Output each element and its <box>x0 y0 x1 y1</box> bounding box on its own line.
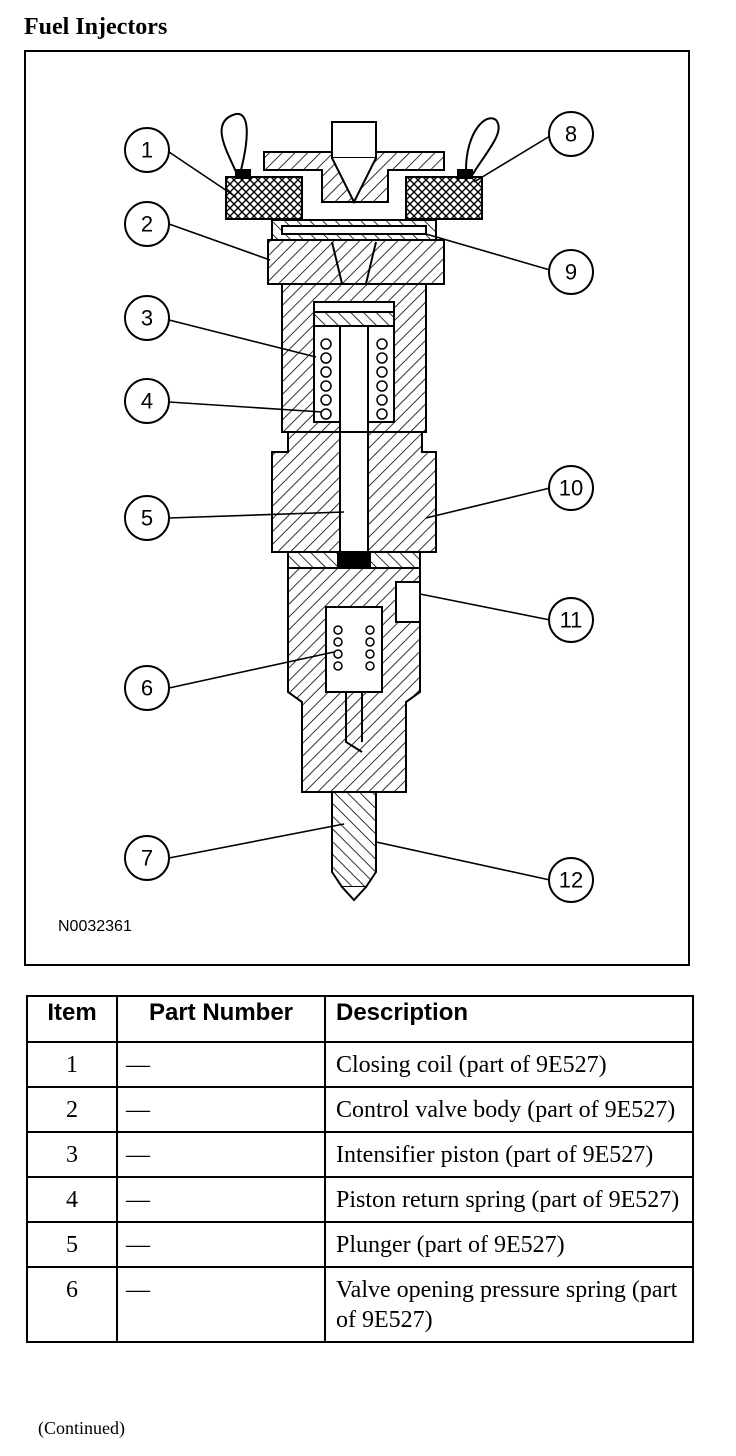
callout-4: 4 <box>124 378 170 424</box>
svg-text:12: 12 <box>559 868 583 893</box>
cell-part-number: — <box>116 1266 326 1343</box>
cell-item: 2 <box>26 1086 118 1133</box>
cell-item: 4 <box>26 1176 118 1223</box>
svg-text:2: 2 <box>141 212 153 237</box>
callout-1: 1 <box>124 127 170 173</box>
cell-item: 1 <box>26 1041 118 1088</box>
callout-10: 10 <box>548 465 594 511</box>
cell-part-number: — <box>116 1041 326 1088</box>
cell-description: Intensifier piston (part of 9E527) <box>324 1131 694 1178</box>
svg-text:7: 7 <box>141 846 153 871</box>
table-header-row: Item Part Number Description <box>26 995 694 1043</box>
cell-part-number: — <box>116 1221 326 1268</box>
header-part-number: Part Number <box>116 995 326 1043</box>
svg-text:9: 9 <box>565 260 577 285</box>
cell-description: Valve opening pressure spring (part of 9… <box>324 1266 694 1343</box>
table-row: 2 — Control valve body (part of 9E527) <box>26 1086 694 1133</box>
cell-item: 5 <box>26 1221 118 1268</box>
callout-5: 5 <box>124 495 170 541</box>
svg-text:4: 4 <box>141 389 153 414</box>
table-row: 4 — Piston return spring (part of 9E527) <box>26 1176 694 1223</box>
callout-3: 3 <box>124 295 170 341</box>
continued-note: (Continued) <box>38 1418 125 1438</box>
table-row: 5 — Plunger (part of 9E527) <box>26 1221 694 1268</box>
callout-8: 8 <box>548 111 594 157</box>
cell-item: 3 <box>26 1131 118 1178</box>
cell-part-number: — <box>116 1131 326 1178</box>
svg-text:3: 3 <box>141 306 153 331</box>
injector-diagram: 1 2 3 4 5 6 7 8 9 10 11 12 N0032361 <box>24 50 690 966</box>
header-item: Item <box>26 995 118 1043</box>
svg-text:6: 6 <box>141 676 153 701</box>
figure-id: N0032361 <box>58 918 132 935</box>
callout-9: 9 <box>548 249 594 295</box>
injector-body <box>220 113 500 902</box>
table-row: 3 — Intensifier piston (part of 9E527) <box>26 1131 694 1178</box>
callout-11: 11 <box>548 597 594 643</box>
injector-drawing: 1 2 3 4 5 6 7 8 9 10 11 12 <box>124 111 594 903</box>
parts-table: Item Part Number Description 1 — Closing… <box>26 995 694 1343</box>
callout-2: 2 <box>124 201 170 247</box>
header-description: Description <box>324 995 694 1043</box>
cell-description: Closing coil (part of 9E527) <box>324 1041 694 1088</box>
cell-item: 6 <box>26 1266 118 1343</box>
svg-text:5: 5 <box>141 506 153 531</box>
leader-lines <box>168 135 551 881</box>
svg-text:1: 1 <box>141 138 153 163</box>
callout-12: 12 <box>548 857 594 903</box>
svg-text:11: 11 <box>560 608 583 633</box>
callout-7: 7 <box>124 835 170 881</box>
cell-description: Control valve body (part of 9E527) <box>324 1086 694 1133</box>
table-row: 1 — Closing coil (part of 9E527) <box>26 1041 694 1088</box>
cell-description: Piston return spring (part of 9E527) <box>324 1176 694 1223</box>
callout-6: 6 <box>124 665 170 711</box>
page-title: Fuel Injectors <box>24 14 168 40</box>
cell-part-number: — <box>116 1086 326 1133</box>
svg-text:8: 8 <box>565 122 577 147</box>
svg-text:10: 10 <box>559 476 583 501</box>
cell-description: Plunger (part of 9E527) <box>324 1221 694 1268</box>
cell-part-number: — <box>116 1176 326 1223</box>
table-row: 6 — Valve opening pressure spring (part … <box>26 1266 694 1343</box>
